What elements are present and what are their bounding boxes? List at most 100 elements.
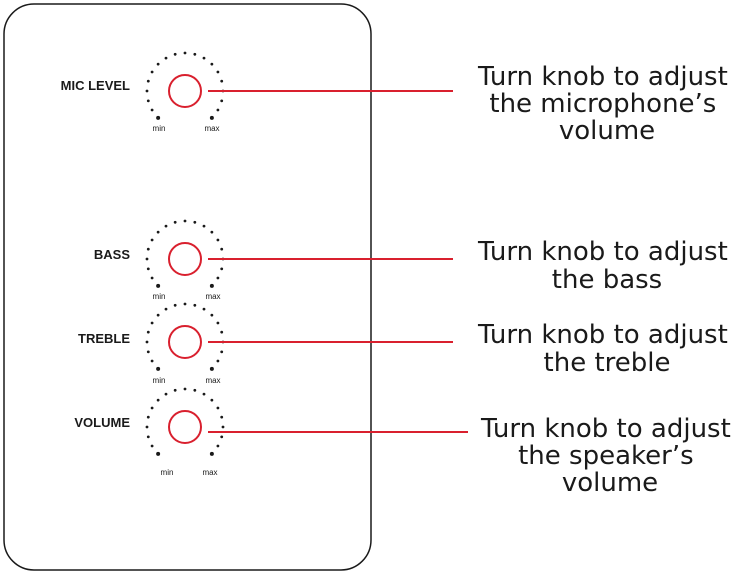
treble-description-line-1: Turn knob to adjust	[477, 320, 728, 350]
mic-level-description: Turn knob to adjust the microphone’s vol…	[477, 62, 736, 146]
dial-dot	[221, 425, 225, 429]
mic-level-description-line-1: Turn knob to adjust	[477, 62, 728, 92]
dial-dot	[193, 388, 197, 392]
dial-dot	[156, 366, 161, 371]
dial-dot	[183, 51, 187, 55]
dial-dot	[156, 283, 161, 288]
control-treble: TREBLE min max Turn knob to adjust the t…	[78, 302, 736, 385]
dial-dot	[183, 387, 187, 391]
dial-dot	[216, 108, 220, 112]
volume-label: VOLUME	[74, 415, 130, 430]
dial-dot	[220, 330, 224, 334]
bass-description-line-1: Turn knob to adjust	[477, 237, 728, 267]
mic-level-max-label: max	[204, 124, 219, 133]
dial-dot	[216, 444, 220, 448]
volume-description: Turn knob to adjust the speaker’s volume	[480, 414, 739, 498]
dial-dot	[193, 220, 197, 224]
dial-dot	[216, 406, 220, 410]
dial-dot	[209, 451, 214, 456]
dial-dot	[193, 303, 197, 307]
dial-dot	[156, 313, 160, 317]
treble-dial-scale	[145, 302, 225, 371]
treble-max-label: max	[205, 376, 220, 385]
treble-knob[interactable]	[168, 325, 202, 359]
control-mic-level: MIC LEVEL min max Turn knob to adjust th…	[61, 51, 736, 146]
volume-description-line-3: volume	[562, 468, 658, 498]
dial-dot	[150, 70, 154, 74]
volume-description-line-1: Turn knob to adjust	[480, 414, 731, 444]
volume-knob[interactable]	[168, 410, 202, 444]
dial-dot	[193, 52, 197, 56]
treble-description: Turn knob to adjust the treble	[477, 320, 736, 378]
dial-dot	[150, 238, 154, 242]
dial-dot	[183, 219, 187, 223]
dial-dot	[146, 247, 150, 251]
bass-label: BASS	[94, 247, 130, 262]
dial-dot	[146, 330, 150, 334]
dial-dot	[210, 313, 214, 317]
dial-dot	[216, 321, 220, 325]
volume-description-line-2: the speaker’s	[518, 441, 694, 471]
treble-min-label: min	[153, 376, 166, 385]
mic-level-knob[interactable]	[168, 74, 202, 108]
device-panel	[3, 3, 372, 571]
dial-dot	[173, 220, 177, 224]
dial-dot	[150, 359, 154, 363]
dial-dot	[164, 392, 168, 396]
dial-dot	[210, 398, 214, 402]
dial-dot	[209, 115, 214, 120]
dial-dot	[164, 56, 168, 60]
dial-dot	[150, 108, 154, 112]
mic-level-min-label: min	[153, 124, 166, 133]
mic-level-description-line-3: volume	[559, 116, 655, 146]
dial-dot	[183, 302, 187, 306]
volume-dial-scale	[145, 387, 225, 456]
bass-knob[interactable]	[168, 242, 202, 276]
mic-level-dial-scale	[145, 51, 225, 120]
dial-dot	[156, 398, 160, 402]
dial-dot	[164, 307, 168, 311]
dial-dot	[220, 415, 224, 419]
dial-dot	[146, 79, 150, 83]
dial-dot	[209, 366, 214, 371]
dial-dot	[210, 62, 214, 66]
dial-dot	[156, 62, 160, 66]
dial-dot	[202, 392, 206, 396]
dial-dot	[216, 359, 220, 363]
dial-dot	[146, 267, 150, 271]
dial-dot	[220, 79, 224, 83]
dial-dot	[202, 224, 206, 228]
dial-dot	[150, 444, 154, 448]
mic-level-label: MIC LEVEL	[61, 78, 130, 93]
dial-dot	[173, 388, 177, 392]
bass-description-line-2: the bass	[552, 265, 662, 295]
dial-dot	[216, 238, 220, 242]
dial-dot	[220, 267, 224, 271]
dial-dot	[220, 435, 224, 439]
dial-dot	[164, 224, 168, 228]
dial-dot	[220, 99, 224, 103]
dial-dot	[146, 350, 150, 354]
control-bass: BASS min max Turn knob to adjust the bas…	[94, 219, 736, 301]
dial-dot	[173, 52, 177, 56]
dial-dot	[146, 435, 150, 439]
dial-dot	[145, 340, 149, 344]
dial-dot	[146, 99, 150, 103]
dial-dot	[145, 425, 149, 429]
bass-description: Turn knob to adjust the bass	[477, 237, 736, 295]
treble-label: TREBLE	[78, 331, 130, 346]
mic-level-description-line-2: the microphone’s	[489, 89, 716, 119]
treble-description-line-2: the treble	[544, 348, 671, 378]
dial-dot	[209, 283, 214, 288]
dial-dot	[146, 415, 150, 419]
dial-dot	[150, 321, 154, 325]
dial-dot	[156, 115, 161, 120]
dial-dot	[156, 451, 161, 456]
dial-dot	[156, 230, 160, 234]
dial-dot	[220, 350, 224, 354]
dial-dot	[202, 56, 206, 60]
dial-dot	[210, 230, 214, 234]
dial-dot	[216, 276, 220, 280]
dial-dot	[220, 247, 224, 251]
